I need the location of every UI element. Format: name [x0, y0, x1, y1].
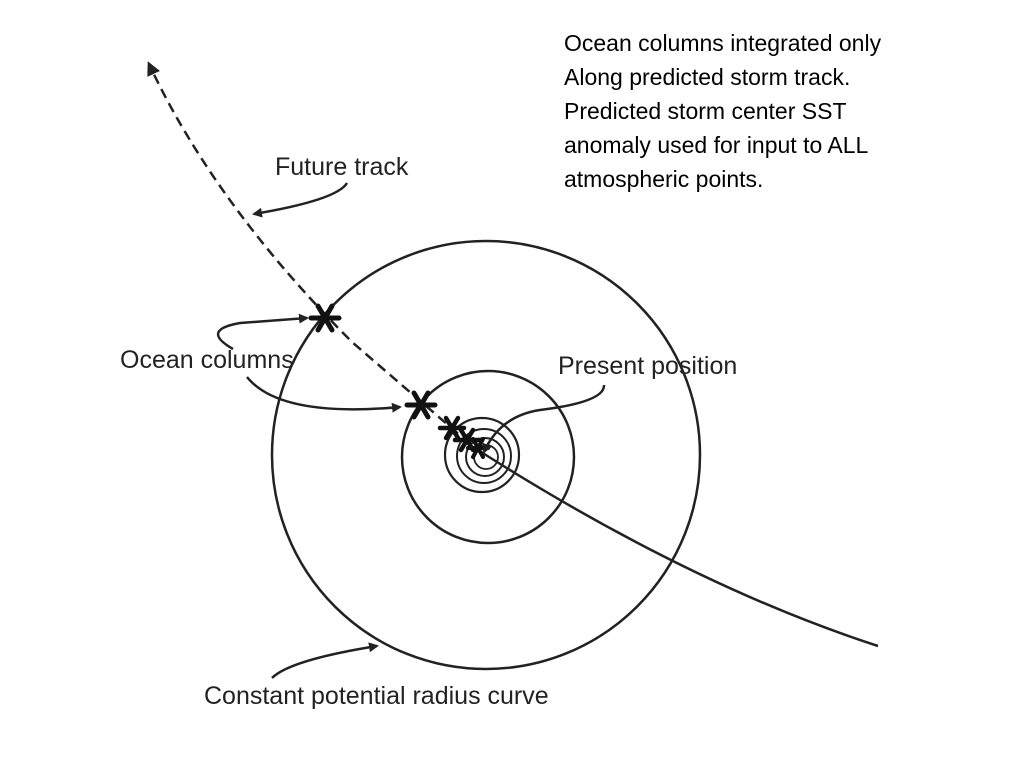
note-line: anomaly used for input to ALL	[564, 132, 869, 158]
note-line: Predicted storm center SST	[564, 98, 847, 124]
inner-radius-circle	[443, 416, 521, 494]
inner-radius-circle	[465, 437, 505, 477]
radius-curve-pointer	[271, 642, 379, 679]
present-position-pointer	[482, 384, 606, 454]
explanatory-note: Ocean columns integrated only Along pred…	[564, 26, 1004, 196]
pointer-arrows	[217, 182, 606, 679]
future-track-line	[147, 61, 471, 445]
ocean-columns-label: Ocean columns	[120, 346, 294, 374]
ocean-columns-pointer-upper	[217, 313, 309, 351]
present-position-label: Present position	[558, 352, 737, 380]
note-line: Along predicted storm track.	[564, 64, 851, 90]
note-line: Ocean columns integrated only	[564, 30, 882, 56]
ocean-column-markers	[308, 303, 490, 459]
outer-radius-circle	[270, 239, 702, 671]
ocean-column-marker	[404, 390, 438, 420]
inner-radius-circle	[456, 428, 512, 484]
note-line: atmospheric points.	[564, 166, 764, 192]
past-track-line	[477, 448, 879, 648]
middle-radius-circle	[400, 369, 576, 545]
future-track-pointer	[252, 182, 349, 218]
ocean-column-marker	[308, 303, 342, 333]
future-track-label: Future track	[275, 153, 409, 181]
ocean-columns-pointer-lower	[246, 376, 402, 413]
constant-potential-radius-curve-label: Constant potential radius curve	[204, 682, 549, 710]
